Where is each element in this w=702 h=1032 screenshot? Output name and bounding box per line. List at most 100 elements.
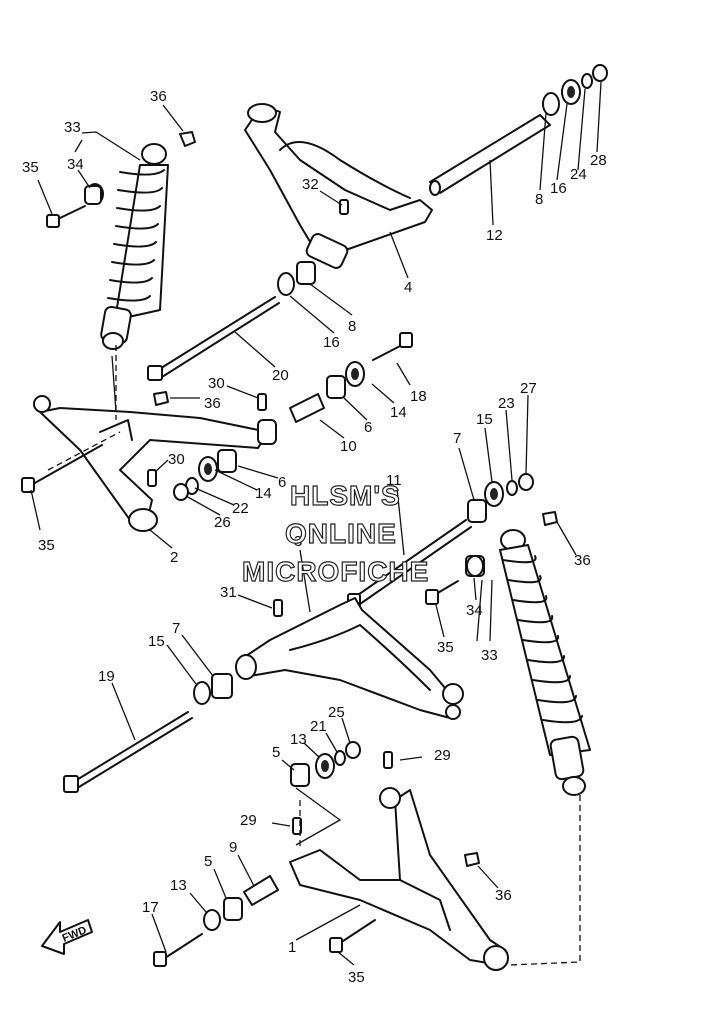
bolt-19 <box>63 711 193 793</box>
callout-6: 6 <box>278 474 286 491</box>
nut-36b <box>153 391 169 406</box>
callout-17: 17 <box>142 899 159 916</box>
callout-12: 12 <box>486 227 503 244</box>
callout-25: 25 <box>328 704 345 721</box>
callout-labels: 36 33 34 35 32 8 16 24 28 12 4 16 8 20 1… <box>22 88 607 986</box>
callout-35: 35 <box>22 159 39 176</box>
callout-23: 23 <box>498 395 515 412</box>
callout-13: 13 <box>290 731 307 748</box>
nut-36d <box>464 852 480 867</box>
callout-33: 33 <box>481 647 498 664</box>
callout-18: 18 <box>410 388 427 405</box>
grease-fitting-29b <box>292 817 302 835</box>
grease-fitting-32 <box>339 199 349 215</box>
bushings-5b-13b <box>203 897 243 931</box>
callout-5: 5 <box>204 853 212 870</box>
bushings-7a-15a-23-27 <box>467 473 534 523</box>
callout-4: 4 <box>404 279 412 296</box>
callout-7: 7 <box>453 430 461 447</box>
callout-24: 24 <box>570 166 587 183</box>
callout-20: 20 <box>272 367 289 384</box>
callout-6: 6 <box>364 419 372 436</box>
bolt-35a <box>46 205 86 228</box>
callout-3: 3 <box>294 533 302 550</box>
callout-30: 30 <box>168 451 185 468</box>
callout-28: 28 <box>590 152 607 169</box>
callout-35: 35 <box>437 639 454 656</box>
callout-14: 14 <box>255 485 272 502</box>
bolt-35c <box>425 580 459 605</box>
grease-fitting-29a <box>383 751 393 769</box>
bushing-34b <box>465 555 485 577</box>
callout-9: 9 <box>229 839 237 856</box>
callout-2: 2 <box>170 549 178 566</box>
callout-29: 29 <box>434 747 451 764</box>
callout-16: 16 <box>323 334 340 351</box>
forward-arrow-icon: FWD <box>41 919 93 955</box>
callout-1: 1 <box>288 939 296 956</box>
callout-13: 13 <box>170 877 187 894</box>
dashed-alignment-lines <box>47 345 581 966</box>
bushing-stack-upper-right <box>542 64 608 116</box>
callout-33: 33 <box>64 119 81 136</box>
shock-absorber-left <box>100 143 169 350</box>
callout-36: 36 <box>150 88 167 105</box>
callout-36: 36 <box>495 887 512 904</box>
callout-31: 31 <box>220 584 237 601</box>
callout-8: 8 <box>348 318 356 335</box>
callout-27: 27 <box>520 380 537 397</box>
nut-36c <box>542 511 558 526</box>
bushings-5a-13a-21-25 <box>290 741 361 787</box>
callout-36: 36 <box>574 552 591 569</box>
callout-5: 5 <box>272 744 280 761</box>
lower-arm-left <box>33 395 277 532</box>
callout-7: 7 <box>172 620 180 637</box>
callout-14: 14 <box>390 404 407 421</box>
callout-19: 19 <box>98 668 115 685</box>
callout-15: 15 <box>476 411 493 428</box>
collar-9 <box>243 875 279 906</box>
bushing-34a <box>84 183 104 205</box>
watermark-line-3: MICROFICHE <box>242 556 429 587</box>
grease-fitting-31 <box>273 599 283 617</box>
bushing-16b-8b <box>277 261 316 296</box>
callout-35: 35 <box>38 537 55 554</box>
callout-16: 16 <box>550 180 567 197</box>
bolt-18 <box>372 332 413 361</box>
callout-32: 32 <box>302 176 319 193</box>
callout-26: 26 <box>214 514 231 531</box>
callout-34: 34 <box>67 156 84 173</box>
bolt-35b <box>21 444 103 493</box>
callout-36: 36 <box>204 395 221 412</box>
bushings-14a-6a <box>326 361 365 399</box>
callout-29: 29 <box>240 812 257 829</box>
callout-11: 11 <box>386 472 402 489</box>
bushings-6b-14b <box>198 449 237 482</box>
bolt-20 <box>147 296 280 381</box>
callout-21: 21 <box>310 718 327 735</box>
grease-fitting-30a <box>257 393 267 411</box>
watermark: HLSM'S ONLINE MICROFICHE <box>241 479 429 587</box>
watermark-line-1: HLSM'S <box>290 480 401 511</box>
watermark-line-2: ONLINE <box>285 518 397 549</box>
bolt-17 <box>153 933 203 967</box>
callout-8: 8 <box>535 191 543 208</box>
washers-22-26 <box>173 477 199 501</box>
svg-text:FWD: FWD <box>61 924 89 945</box>
callout-10: 10 <box>340 438 357 455</box>
callout-35: 35 <box>348 969 365 986</box>
callout-34: 34 <box>466 602 483 619</box>
nut-36a <box>179 131 196 147</box>
callout-15: 15 <box>148 633 165 650</box>
upper-arm-right <box>244 103 433 269</box>
lower-arm-right <box>289 787 509 971</box>
bushings-15b-7b <box>193 673 233 705</box>
bolt-35d <box>329 919 376 953</box>
shock-absorber-right <box>499 529 591 796</box>
callout-22: 22 <box>232 500 249 517</box>
callout-30: 30 <box>208 375 225 392</box>
leader-lines <box>30 81 602 966</box>
collar-10 <box>289 393 325 423</box>
